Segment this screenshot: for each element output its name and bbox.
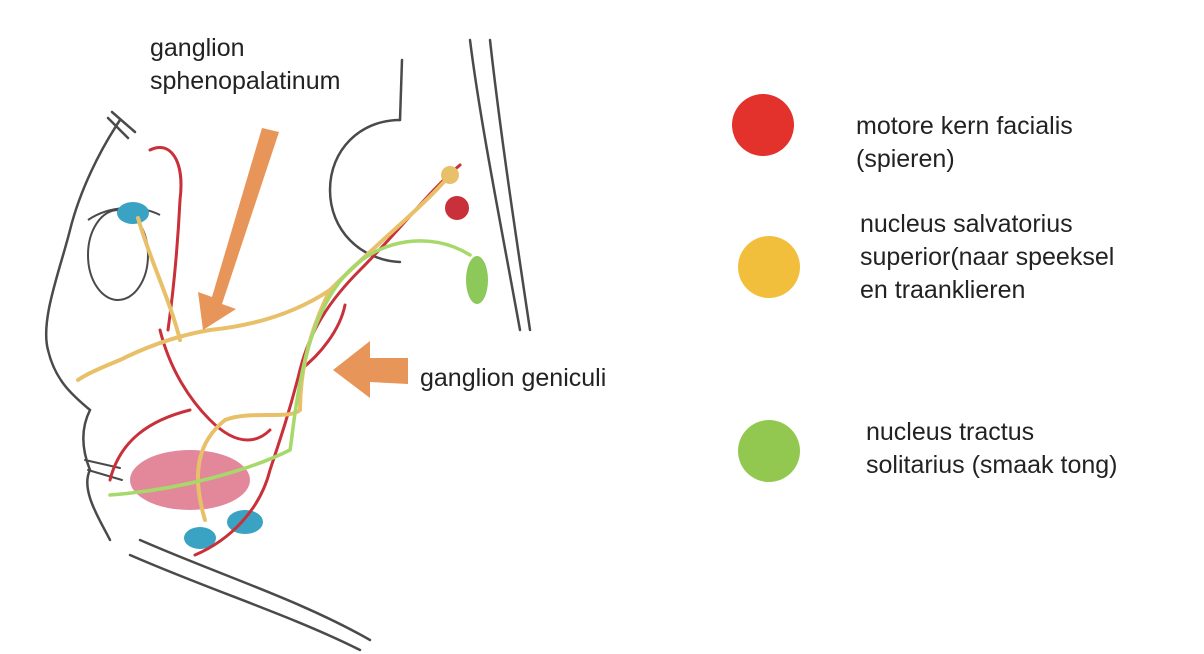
legend-dot-salivatory	[738, 236, 800, 298]
head-outline	[44, 38, 532, 652]
blue-ganglia	[117, 202, 263, 549]
label-ganglion-sphenopalatinum: ganglion sphenopalatinum	[150, 34, 341, 95]
legend-label-solitary: nucleus tractus solitarius (smaak tong)	[866, 418, 1118, 479]
arrow-geniculi	[333, 341, 408, 398]
solitary-nerve	[108, 239, 472, 497]
solitary-gland	[466, 256, 488, 304]
pointer-arrows	[198, 128, 408, 398]
label-ganglion-geniculi: ganglion geniculi	[420, 364, 607, 392]
motor-ganglion-dot	[445, 196, 469, 220]
salivatory-ganglion-dot	[441, 166, 459, 184]
muscle-area	[130, 450, 250, 510]
legend-label-motor: motore kern facialis (spieren)	[856, 112, 1073, 173]
legend-dot-motor	[732, 94, 794, 156]
legend-dot-solitary	[738, 420, 800, 482]
arrow-sphenopalatinum	[198, 128, 279, 330]
legend-label-salivatory: nucleus salvatorius superior(naar speeks…	[860, 210, 1115, 304]
salivatory-nerve	[76, 173, 452, 522]
